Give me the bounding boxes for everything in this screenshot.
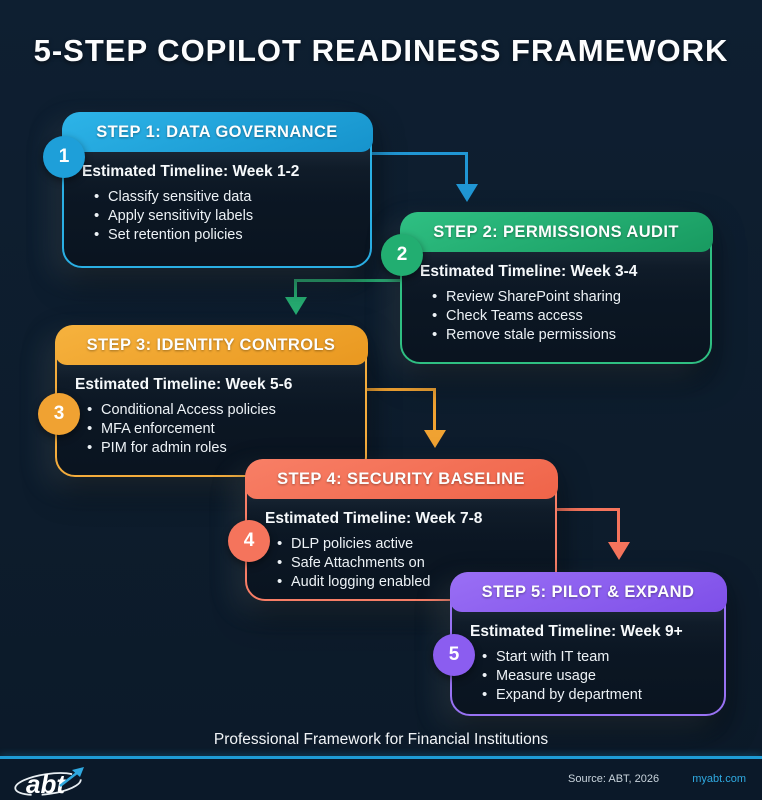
step-4-number-badge: 4	[228, 520, 270, 562]
step-1-bullet-list: Classify sensitive data Apply sensitivit…	[82, 186, 356, 245]
page-title: 5-STEP COPILOT READINESS FRAMEWORK	[33, 33, 729, 68]
bullet-item: MFA enforcement	[87, 419, 351, 439]
step-1-body: Estimated Timeline: Week 1-2 Classify se…	[64, 152, 370, 253]
arrow-line	[617, 508, 620, 543]
step-5-timeline: Estimated Timeline: Week 9+	[470, 622, 683, 640]
arrow-line	[433, 388, 436, 431]
bullet-item: Start with IT team	[482, 646, 710, 667]
step-1-header: STEP 1: DATA GOVERNANCE	[61, 111, 373, 152]
footer-divider	[0, 756, 762, 759]
step-4-header: STEP 4: SECURITY BASELINE	[244, 458, 558, 499]
arrow-line	[553, 508, 620, 511]
footer-bar: abt Source: ABT, 2026 myabt.com	[0, 759, 762, 800]
source-text: Source: ABT, 2026	[568, 773, 660, 785]
arrow-line	[294, 279, 297, 298]
step-card-2: 2 STEP 2: PERMISSIONS AUDIT Estimated Ti…	[381, 211, 713, 364]
website-link[interactable]: myabt.com	[692, 773, 746, 785]
bullet-item: Set retention policies	[94, 225, 356, 245]
step-5-number-badge: 5	[433, 634, 475, 676]
bullet-item: PIM for admin roles	[87, 438, 351, 458]
step-3-header: STEP 3: IDENTITY CONTROLS	[54, 324, 368, 365]
step-3-bullet-list: Conditional Access policies MFA enforcem…	[75, 399, 351, 458]
bullet-item: Remove stale permissions	[432, 325, 696, 345]
arrow-line	[465, 152, 468, 185]
bullet-item: Classify sensitive data	[94, 186, 356, 207]
arrowhead-down-icon	[285, 297, 307, 315]
bullet-item: Safe Attachments on	[277, 553, 541, 573]
step-3-body: Estimated Timeline: Week 5-6 Conditional…	[57, 365, 365, 466]
source-area: Source: ABT, 2026 myabt.com	[568, 773, 746, 785]
step-4-timeline: Estimated Timeline: Week 7-8	[265, 509, 483, 527]
arrowhead-down-icon	[456, 184, 478, 202]
step-5-bullet-list: Start with IT team Measure usage Expand …	[470, 646, 710, 705]
step-4-body: Estimated Timeline: Week 7-8 DLP policie…	[247, 499, 555, 600]
arrow-line	[362, 388, 436, 391]
arrow-line	[294, 279, 402, 282]
step-2-timeline: Estimated Timeline: Week 3-4	[420, 262, 638, 280]
arrow-line	[367, 152, 468, 155]
step-3-number-badge: 3	[38, 393, 80, 435]
step-card-5: 5 STEP 5: PILOT & EXPAND Estimated Timel…	[433, 571, 727, 716]
step-4-bullet-list: DLP policies active Safe Attachments on …	[265, 533, 541, 592]
step-5-body: Estimated Timeline: Week 9+ Start with I…	[452, 612, 724, 713]
bullet-item: Expand by department	[482, 685, 710, 705]
step-3-timeline: Estimated Timeline: Week 5-6	[75, 375, 293, 393]
bullet-item: Measure usage	[482, 666, 710, 686]
abt-logo: abt	[10, 762, 102, 800]
step-2-body: Estimated Timeline: Week 3-4 Review Shar…	[402, 252, 710, 353]
step-card-1: 1 STEP 1: DATA GOVERNANCE Estimated Time…	[43, 111, 373, 268]
bullet-item: Conditional Access policies	[87, 399, 351, 420]
step-2-number-badge: 2	[381, 234, 423, 276]
bullet-item: Audit logging enabled	[277, 572, 541, 592]
step-1-timeline: Estimated Timeline: Week 1-2	[82, 162, 300, 180]
abt-logo-graphic: abt	[14, 767, 84, 799]
bullet-item: Review SharePoint sharing	[432, 286, 696, 307]
bullet-item: Apply sensitivity labels	[94, 206, 356, 226]
step-card-3: 3 STEP 3: IDENTITY CONTROLS Estimated Ti…	[38, 324, 368, 477]
arrowhead-down-icon	[424, 430, 446, 448]
abt-logo-text: abt	[26, 769, 66, 799]
bullet-item: Check Teams access	[432, 306, 696, 326]
step-5-header: STEP 5: PILOT & EXPAND	[449, 571, 727, 612]
bullet-item: DLP policies active	[277, 533, 541, 554]
arrowhead-down-icon	[608, 542, 630, 560]
step-2-bullet-list: Review SharePoint sharing Check Teams ac…	[420, 286, 696, 345]
footer-tagline: Professional Framework for Financial Ins…	[213, 731, 549, 748]
step-1-number-badge: 1	[43, 136, 85, 178]
logo-arrow-icon	[72, 767, 84, 777]
step-card-4: 4 STEP 4: SECURITY BASELINE Estimated Ti…	[228, 458, 558, 601]
step-2-header: STEP 2: PERMISSIONS AUDIT	[399, 211, 713, 252]
